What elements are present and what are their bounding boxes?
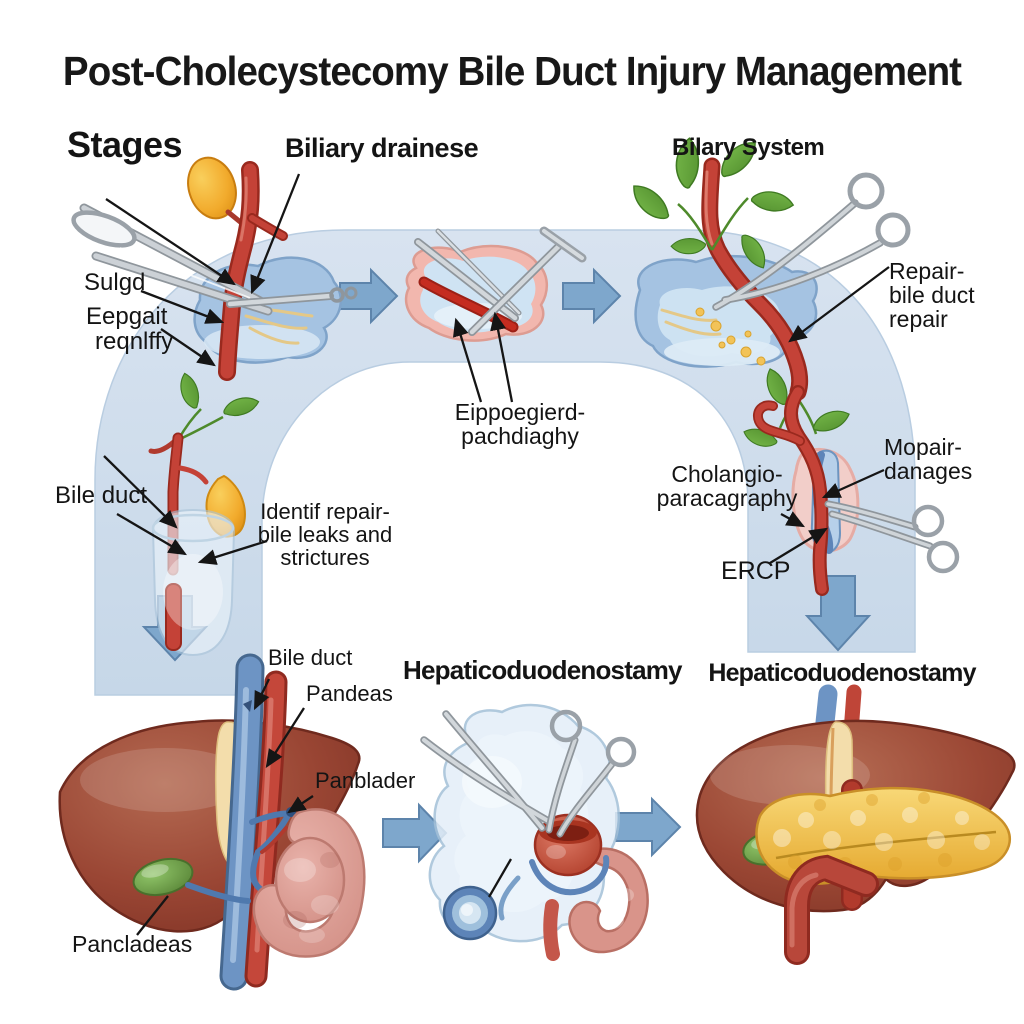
bile-specks (695, 307, 766, 366)
duodenum-vessel-shape (784, 854, 879, 965)
probe-rod-icon (226, 286, 358, 308)
flow-arrow-right-icon (615, 796, 682, 858)
pancreas-label: Pandeas (306, 681, 393, 706)
mopair-label: Mopair- danages (884, 434, 973, 484)
duodenum-illustration (543, 847, 649, 961)
anastomosis-surgery-illustration (420, 703, 649, 961)
hemostat-clamp-icon (824, 500, 960, 574)
stent-ring-icon (442, 885, 498, 941)
hemostat-clamp-icon (712, 172, 911, 311)
flow-arrow-right-icon (562, 267, 622, 325)
liver-anatomy-illustration (58, 653, 366, 991)
gallbladder-label: Panblader (315, 768, 416, 793)
endoscopy-label: Eippoegierd- pachdiaghy (454, 399, 586, 449)
flow-arrow-right-icon (339, 267, 399, 325)
pancladeas-label: Pancladeas (72, 931, 193, 957)
flow-arrow-right-icon (382, 802, 448, 864)
specimen-cup (151, 508, 236, 657)
bile-duct-bottom-label: Bile duct (268, 645, 353, 670)
bile-duct-shape (148, 432, 209, 576)
stages-heading: Stages (67, 124, 183, 165)
gallbladder-shape (132, 857, 251, 904)
pancreas-illustration (755, 786, 1011, 885)
t-handle-probe-icon (468, 226, 587, 336)
eepgait-label: Eepgait reqnlffy (86, 303, 174, 355)
repair-bile-duct-label: Repair- bile duct repair (889, 258, 975, 332)
biliary-system-heading: Bilary System (672, 134, 825, 161)
leaf-icons (628, 136, 795, 269)
identify-repair-label: Identif repair- bile leaks and stricture… (257, 499, 393, 570)
stage2-drainage-illustration (404, 226, 587, 342)
sulgd-label: Sulgd (84, 269, 146, 296)
portal-vein-shape (219, 653, 265, 991)
result-anatomy-illustration (695, 684, 1016, 965)
hemostat-clamp-icon (545, 709, 637, 838)
scissors-icon (420, 710, 554, 832)
hepaticoduodenostomy-right-heading: Hepaticoduodenostamy (708, 659, 976, 687)
biliary-drainage-heading: Biliary drainese (285, 133, 479, 163)
bile-duct-shape (701, 157, 809, 401)
ercp-label: ERCP (721, 557, 791, 585)
bile-duct-shape (218, 161, 288, 381)
stage3-repair-illustration (628, 136, 911, 401)
stomach-illustration (252, 808, 366, 958)
hepaticoduodenostomy-mid-heading: Hepaticoduodenostamy (403, 655, 683, 685)
gallbladder-shape (187, 156, 253, 233)
leader-lines (103, 173, 890, 936)
bile-duct-shape (753, 385, 829, 596)
bile-duct-left-label: Bile duct (55, 482, 148, 509)
stage4-ercp-illustration (743, 367, 960, 596)
cholangiography-label: Cholangio- paracagraphy (656, 461, 798, 511)
diagram-title: Post-Cholecystecomy Bile Duct Injury Man… (62, 48, 962, 94)
